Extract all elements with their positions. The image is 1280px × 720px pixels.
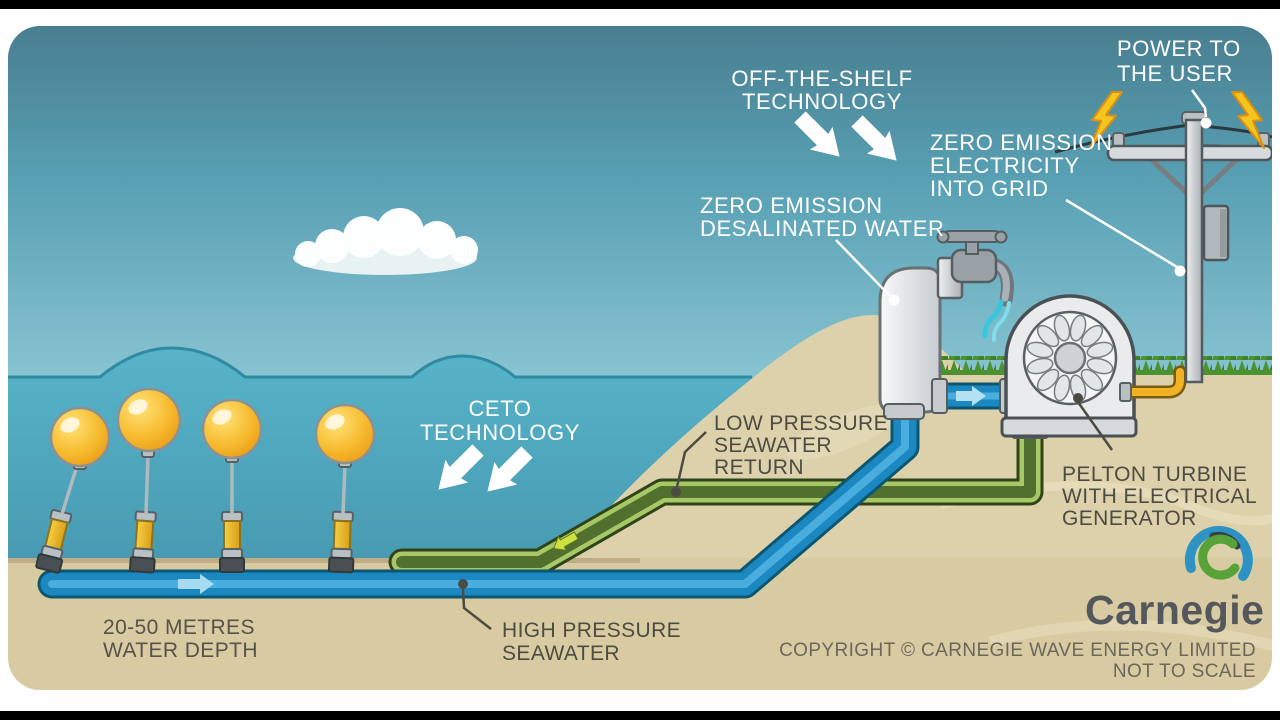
- callout-low-pressure-line: [675, 431, 707, 488]
- label-high-pressure-2: SEAWATER: [502, 642, 620, 665]
- flow-arrow-seabed: [178, 574, 214, 594]
- label-high-pressure-1: HIGH PRESSURE: [502, 619, 681, 642]
- cable-collar: [1119, 382, 1132, 402]
- label-zero-grid-1: ZERO EMISSION: [930, 130, 1113, 155]
- callout-pelton-dot: [1073, 393, 1083, 403]
- label-zero-grid-3: INTO GRID: [930, 176, 1049, 201]
- power-pole: [1054, 91, 1272, 384]
- logo-swirl-icon: [1184, 525, 1253, 581]
- callout-grid-line: [1065, 198, 1178, 269]
- buoy-unit-4: [314, 403, 376, 574]
- buoy-icon: [314, 403, 376, 465]
- sea-surface: [8, 346, 752, 379]
- buoy-icon: [201, 398, 263, 460]
- buoy-array: [34, 387, 376, 575]
- buoy-unit-2: [116, 387, 182, 574]
- label-low-pressure-1: LOW PRESSURE: [714, 412, 888, 435]
- callouts: [458, 89, 1212, 630]
- pipe-vessel-turbine: [940, 382, 1008, 410]
- buoy-icon: [116, 387, 182, 453]
- label-power-user-1: POWER TO: [1117, 36, 1241, 61]
- pole-mast: [1184, 118, 1204, 384]
- diagram-panel: POWER TO THE USER OFF-THE-SHELF TECHNOLO…: [8, 26, 1272, 690]
- tether: [144, 455, 150, 515]
- callout-water-line: [835, 239, 891, 297]
- callout-grid-dot: [1174, 265, 1186, 277]
- label-power-user-2: THE USER: [1117, 61, 1233, 86]
- buoy-unit-3: [201, 398, 263, 573]
- scale-note: NOT TO SCALE: [1113, 661, 1256, 682]
- label-pelton-1: PELTON TURBINE: [1062, 463, 1247, 486]
- label-depth-1: 20-50 METRES: [103, 616, 255, 639]
- pipe-high-pressure: [37, 383, 920, 599]
- flow-arrow-return: [553, 531, 579, 551]
- label-zero-water-2: DESALINATED WATER: [700, 216, 945, 241]
- callout-high-pressure-dot: [458, 579, 468, 589]
- label-ceto-2: TECHNOLOGY: [420, 420, 580, 445]
- label-pelton-2: WITH ELECTRICAL: [1062, 485, 1257, 508]
- callout-water-dot: [888, 294, 900, 306]
- tether: [60, 465, 79, 515]
- water-drip: [982, 299, 1011, 342]
- brand-wordmark: Carnegie: [1085, 587, 1264, 633]
- vessel-collar: [883, 403, 925, 420]
- tether: [341, 464, 347, 515]
- label-offshelf-2: TECHNOLOGY: [742, 89, 902, 114]
- turbine-wheel: [1022, 310, 1118, 406]
- buoy-icon: [49, 406, 111, 468]
- copyright-text: COPYRIGHT © CARNEGIE WAVE ENERGY LIMITED: [779, 640, 1256, 661]
- power-cable: [1119, 365, 1187, 402]
- letterbox-top: [0, 0, 1280, 9]
- label-low-pressure-2: SEAWATER: [714, 434, 832, 457]
- tap-icon: [936, 230, 1014, 342]
- letterbox-bottom: [0, 711, 1280, 720]
- label-zero-grid-2: ELECTRICITY: [930, 153, 1080, 178]
- buoy-unit-1: [34, 406, 111, 575]
- label-pelton-3: GENERATOR: [1062, 507, 1197, 530]
- dune-highlight: [787, 403, 903, 461]
- label-offshelf-1: OFF-THE-SHELF: [731, 66, 912, 91]
- callout-high-pressure-line: [461, 588, 492, 630]
- crossarm-struts: [1150, 158, 1238, 198]
- pelton-turbine: [1000, 294, 1138, 439]
- label-low-pressure-3: RETURN: [714, 456, 804, 479]
- label-ceto-1: CETO: [468, 396, 531, 421]
- pump-icon: [219, 511, 245, 573]
- carnegie-logo: Carnegie: [1085, 525, 1264, 633]
- cloud-icon: [293, 208, 478, 275]
- flow-arrow-turbine: [956, 386, 986, 406]
- turbine-base: [1000, 416, 1138, 438]
- callout-pelton-line: [1076, 401, 1114, 451]
- pipe-flange-left: [931, 378, 948, 414]
- callout-low-pressure-dot: [671, 487, 681, 497]
- ceto-diagram: POWER TO THE USER OFF-THE-SHELF TECHNOLO…: [8, 26, 1272, 690]
- label-zero-water-1: ZERO EMISSION: [700, 193, 883, 218]
- callout-power-user-dot: [1200, 117, 1212, 129]
- callout-power-user-line: [1190, 89, 1208, 118]
- pipe-return: [388, 414, 1044, 576]
- label-depth-2: WATER DEPTH: [103, 639, 258, 662]
